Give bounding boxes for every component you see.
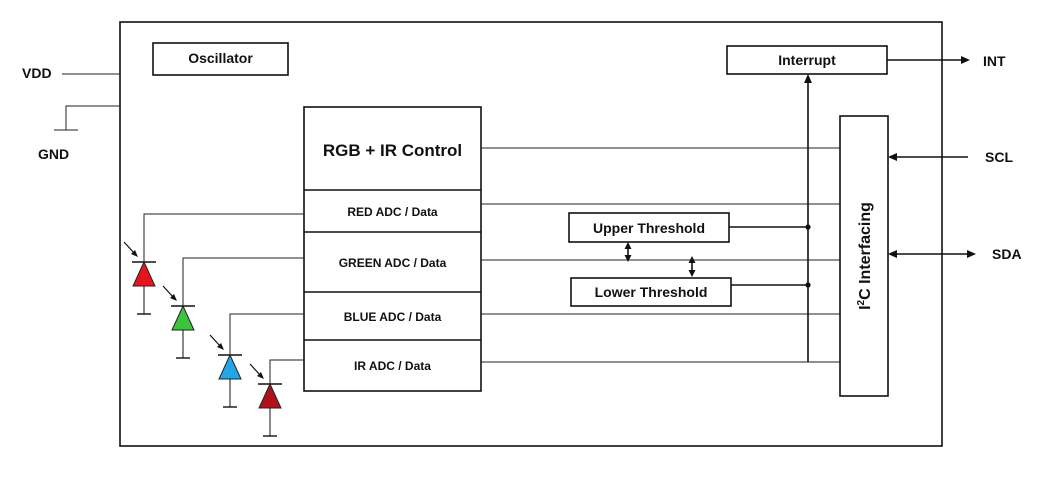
ir-adc-label: IR ADC / Data (354, 359, 431, 373)
ir-photodiode-icon (249, 363, 282, 437)
i2c-label: I2C Interfacing (856, 202, 874, 310)
red-photodiode-icon (123, 241, 156, 315)
i2c-interface-block: I2C Interfacing (839, 115, 889, 397)
interrupt-up-arrow-icon (804, 74, 812, 83)
pin-scl-label: SCL (985, 149, 1013, 165)
sda-right-arrow-icon (967, 250, 976, 258)
lower-threshold-block: Lower Threshold (570, 277, 732, 307)
upper-junction-dot (805, 224, 811, 230)
pin-gnd-label: GND (38, 146, 69, 162)
interrupt-block: Interrupt (726, 45, 888, 75)
upper-bidirectional-arrow-icon (624, 242, 632, 262)
int-arrow-icon (961, 56, 970, 64)
oscillator-block: Oscillator (152, 42, 289, 76)
upper-threshold-block: Upper Threshold (568, 212, 730, 243)
scl-arrow-icon (888, 153, 897, 161)
control-label: RGB + IR Control (323, 141, 462, 160)
blue-adc-label: BLUE ADC / Data (344, 310, 442, 324)
lower-bidirectional-arrow-icon (688, 256, 696, 277)
green-adc-label: GREEN ADC / Data (339, 256, 447, 270)
green-photodiode-icon (162, 285, 195, 359)
blue-photodiode-icon (209, 334, 242, 408)
pin-sda-label: SDA (992, 246, 1022, 262)
lower-junction-dot (805, 282, 811, 288)
chip-outline (119, 21, 943, 447)
photodiode-group (123, 241, 282, 437)
pin-vdd-label: VDD (22, 65, 52, 81)
sda-left-arrow-icon (888, 250, 897, 258)
lower-threshold-label: Lower Threshold (595, 284, 708, 300)
interrupt-label: Interrupt (778, 52, 836, 68)
upper-threshold-label: Upper Threshold (593, 220, 705, 236)
pin-int-label: INT (983, 53, 1006, 69)
oscillator-label: Oscillator (188, 50, 253, 66)
control-adc-stack: RGB + IR Control RED ADC / Data GREEN AD… (303, 106, 482, 392)
red-adc-label: RED ADC / Data (347, 205, 438, 219)
